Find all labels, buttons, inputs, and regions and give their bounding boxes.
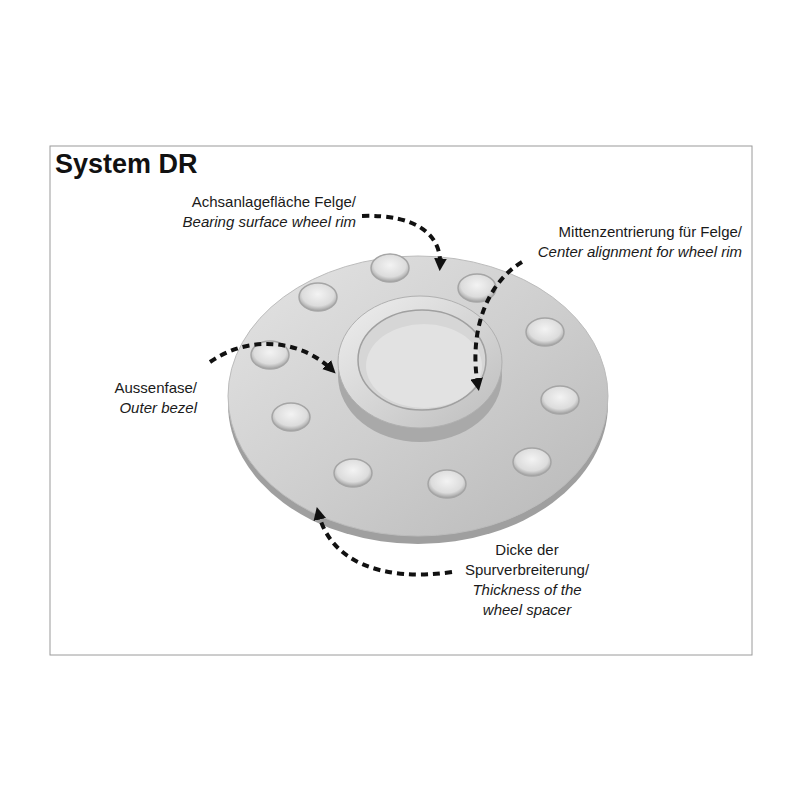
callout-label: Achsanlagefläche Felge/ xyxy=(96,192,356,212)
leader-arrow xyxy=(475,262,522,386)
callout-label: Mittenzentrierung für Felge/ xyxy=(462,222,742,242)
spacer-face xyxy=(228,256,608,536)
center-bore xyxy=(358,310,486,410)
leader-arrow xyxy=(210,344,332,370)
leader-arrow xyxy=(318,512,452,575)
callout-label: Dicke der Spurverbreiterung/ xyxy=(457,540,597,580)
bolt-holes xyxy=(251,254,579,498)
hub-ring-top xyxy=(338,296,502,428)
wheel-spacer xyxy=(228,254,608,544)
callout-label: Outer bezel xyxy=(47,398,197,418)
callout-label: Thickness of the wheel spacer xyxy=(457,580,597,620)
callout-label: Aussenfase/ xyxy=(47,378,197,398)
callout-label: Bearing surface wheel rim xyxy=(96,212,356,232)
center-bore-inner xyxy=(366,324,482,408)
callout-label: Center alignment for wheel rim xyxy=(462,242,742,262)
leader-arrow xyxy=(362,216,440,266)
diagram-title: System DR xyxy=(55,148,198,180)
leader-arrows xyxy=(210,216,522,575)
